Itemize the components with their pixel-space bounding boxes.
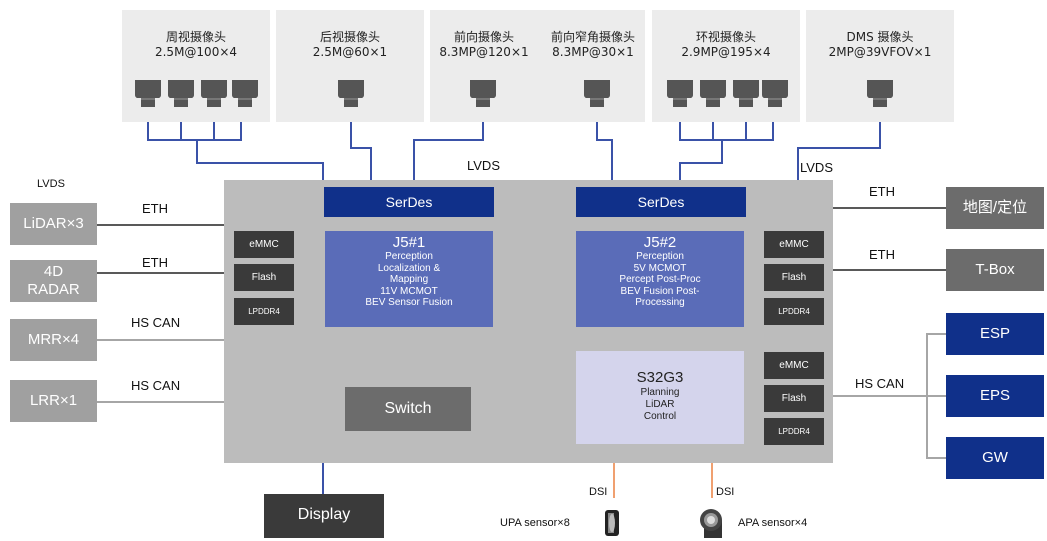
hs-can-label: HS CAN [131,378,181,393]
serdes-right: SerDes [576,187,746,217]
serdes-left: SerDes [324,187,494,217]
map-location-device: 地图/定位 [946,187,1044,229]
upa-sensor-icon [605,510,619,536]
camera-spec: 2.5M@60×1 [312,45,388,59]
s32g3-block: S32G3 Planning LiDAR Control [576,351,744,444]
apa-sensor-label: APA sensor×4 [738,517,808,529]
tbox-device: T-Box [946,249,1044,291]
eth-label: ETH [869,184,895,199]
camera-name: 后视摄像头 [319,30,380,44]
camera-spec: 8.3MP@120×1 [439,45,529,59]
camera-box-front [430,10,645,122]
s32-title: S32G3 [636,369,684,386]
camera-icon [135,80,161,107]
esp-device: ESP [946,313,1044,355]
camera-spec: 2.9MP@195×4 [681,45,771,59]
eth-label: ETH [142,201,168,216]
soc-title: J5#2 [643,234,677,251]
soc-line: BEV Sensor Fusion [365,297,453,308]
lpddr4-chip: LPDDR4 [764,298,824,325]
soc-line: Percept Post-Proc [619,274,701,285]
soc-line: Perception [636,251,684,262]
switch-block: Switch [345,387,471,431]
soc-line: 5V MCMOT [633,262,687,274]
front-camera-label: 前向摄像头 8.3MP@120×1 [430,30,538,60]
narrow-camera-label: 前向窄角摄像头 8.3MP@30×1 [538,30,648,60]
camera-icon [667,80,693,107]
camera-name: 周视摄像头 [165,30,226,44]
flash-chip: Flash [234,264,294,291]
emmc-chip: eMMC [764,352,824,379]
lpddr4-chip: LPDDR4 [764,418,824,445]
s32-line: Planning [640,387,680,398]
display-block: Display [264,494,384,538]
dsi-label: DSI [589,486,608,498]
flash-chip: Flash [764,385,824,412]
camera-icon [168,80,194,107]
camera-icon [700,80,726,107]
camera-icon [470,80,496,107]
radar-device: 4D RADAR [10,260,97,302]
flash-chip: Flash [764,264,824,291]
s32-line: Control [643,411,677,422]
camera-spec: 8.3MP@30×1 [552,45,634,59]
lvds-label: LVDS [37,178,65,190]
camera-icon [584,80,610,107]
emmc-chip: eMMC [764,231,824,258]
camera-icon [733,80,759,107]
camera-icon [762,80,788,107]
hs-can-label: HS CAN [131,315,181,330]
soc-line: Localization & [377,262,441,274]
eth-label: ETH [142,255,168,270]
emmc-chip: eMMC [234,231,294,258]
camera-icon [338,80,364,107]
camera-name: DMS 摄像头 [846,30,914,44]
camera-name: 前向摄像头 [453,30,514,44]
eps-device: EPS [946,375,1044,417]
soc-title: J5#1 [392,234,426,251]
camera-icon [232,80,258,107]
dsi-label: DSI [716,486,735,498]
lpddr4-chip: LPDDR4 [234,298,294,325]
s32-line: LiDAR [645,399,675,410]
soc-line: Perception [385,251,433,262]
soc-line: BEV Fusion Post- [620,285,700,297]
lvds-label: LVDS [800,160,833,175]
soc-line: Processing [635,297,685,308]
lrr-device: LRR×1 [10,380,97,422]
camera-icon [867,80,893,107]
eth-label: ETH [869,247,895,262]
soc-line: 11V MCMOT [380,285,438,297]
soc-line: Mapping [389,274,429,285]
camera-icon [201,80,227,107]
camera-name: 前向窄角摄像头 [550,30,635,44]
camera-spec: 2MP@39VFOV×1 [828,45,932,59]
soc-j5-1: J5#1 Perception Localization & Mapping 1… [325,231,493,327]
radar-label: 4D RADAR [27,263,80,298]
camera-spec: 2.5M@100×4 [154,45,238,59]
mrr-device: MRR×4 [10,319,97,361]
soc-j5-2: J5#2 Perception 5V MCMOT Percept Post-Pr… [576,231,744,327]
gw-device: GW [946,437,1044,479]
lvds-label: LVDS [467,158,500,173]
apa-sensor-icon [700,509,722,538]
upa-sensor-label: UPA sensor×8 [500,517,570,529]
lidar-device: LiDAR×3 [10,203,97,245]
camera-name: 环视摄像头 [695,30,756,44]
hs-can-label: HS CAN [855,376,905,391]
